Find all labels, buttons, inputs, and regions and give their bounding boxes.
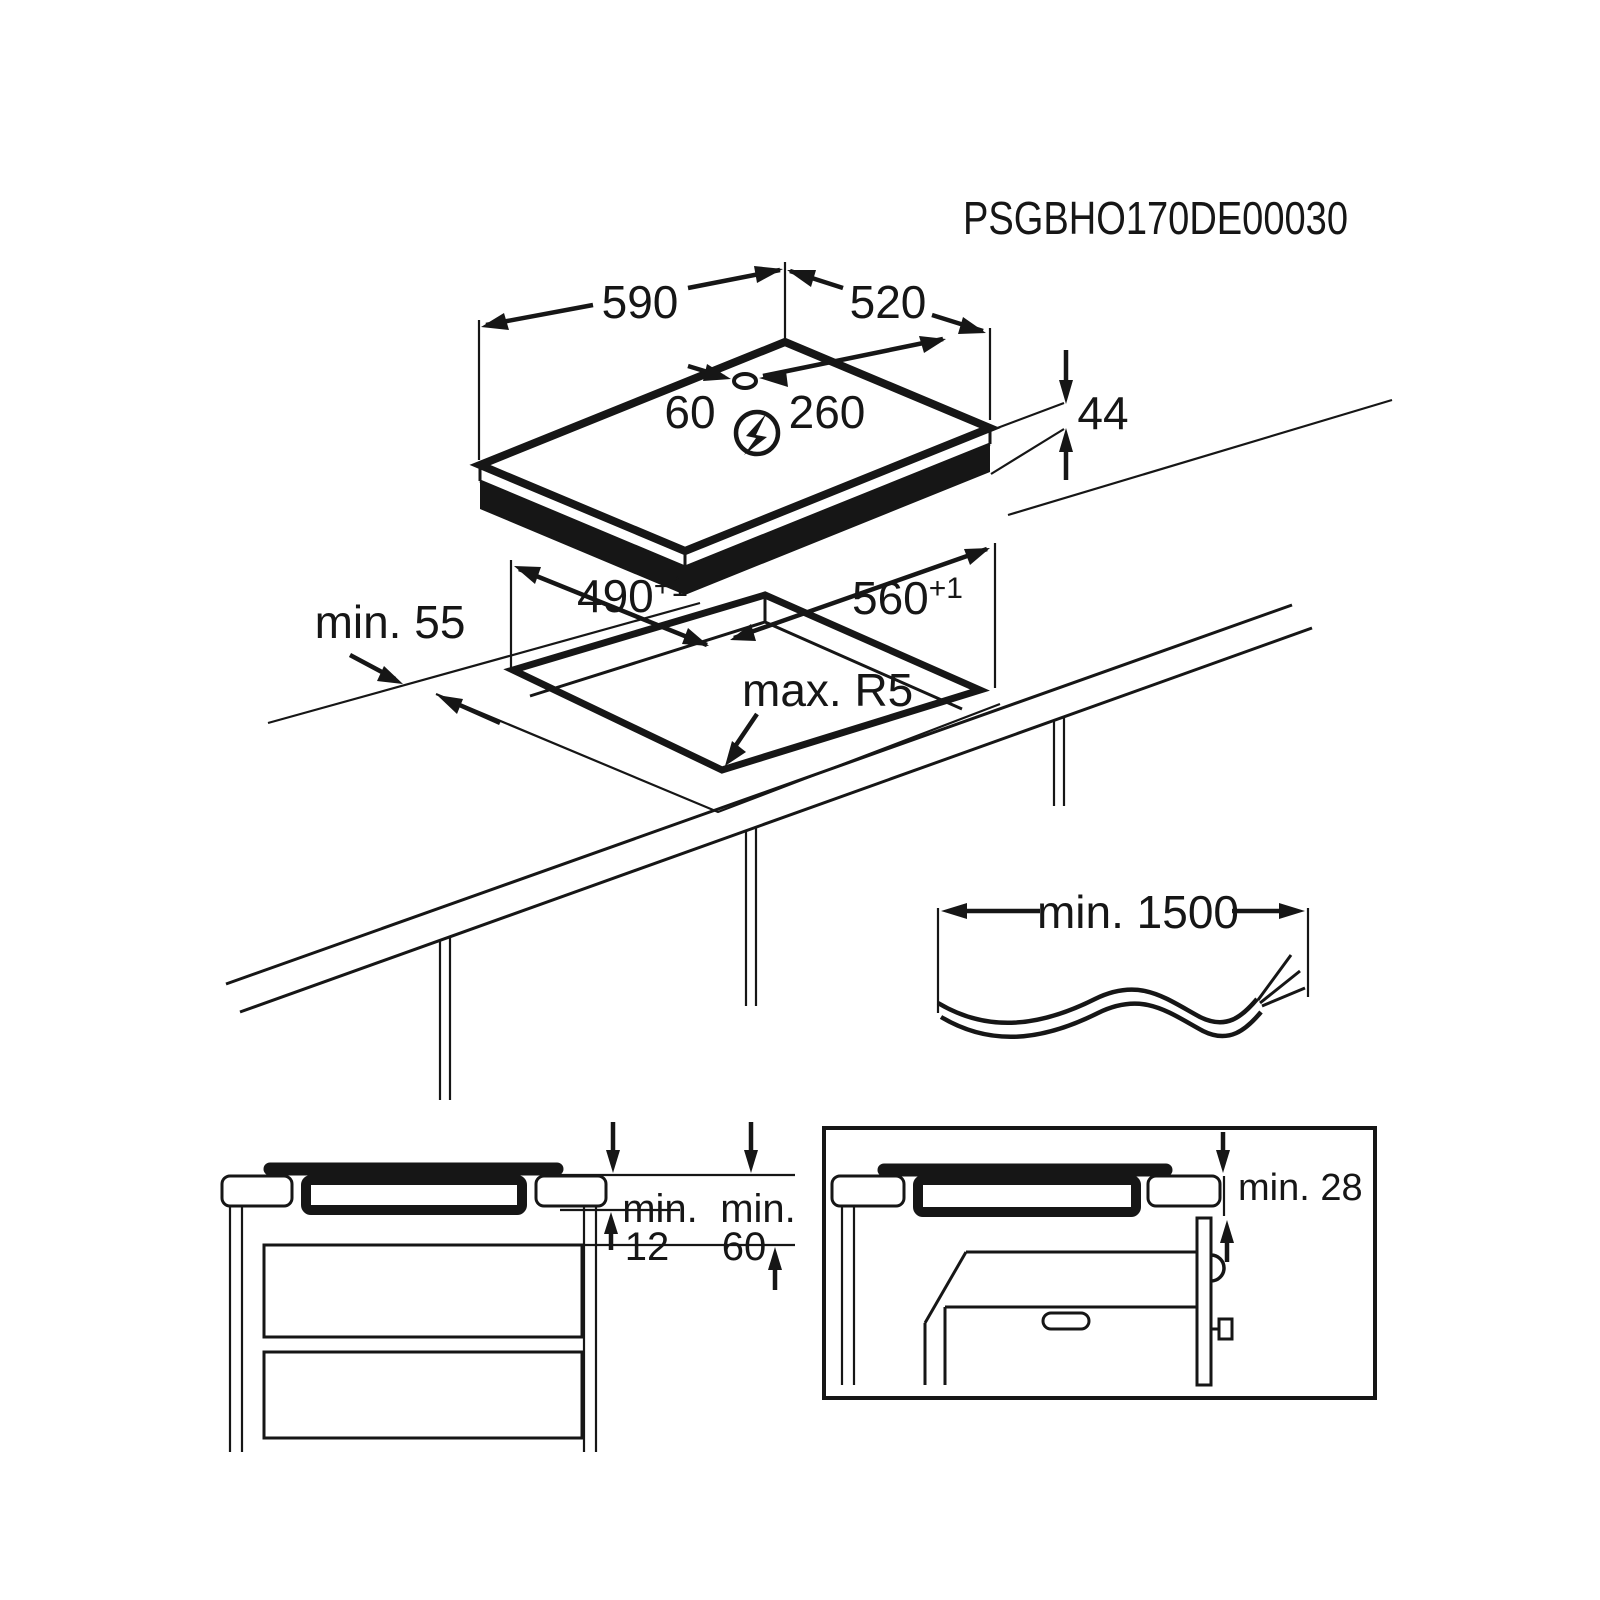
worktop-rear-edge <box>267 601 701 725</box>
model-code-label: PSGBHO170DE00030 <box>963 192 1348 244</box>
arrowhead <box>1059 380 1073 404</box>
corner-radius-label: max. R5 <box>742 664 913 716</box>
hob-footprint-outline <box>435 692 1001 814</box>
worktop-front-edge <box>225 603 1293 986</box>
arrowhead <box>682 628 709 646</box>
oven-side-handle <box>1217 1317 1234 1341</box>
arrowhead <box>1279 903 1305 919</box>
pointer-line <box>990 428 1065 475</box>
worktop-front-edge <box>239 626 1313 1014</box>
mains-cable-view: min. 1500 <box>936 886 1310 1039</box>
worktop-cutout-view: 490+1 560+1 min. 55 max. R5 <box>225 398 1393 1100</box>
arrowhead <box>919 336 946 353</box>
hob-depth-label: 520 <box>850 276 927 328</box>
hob-body-section <box>913 1175 1141 1217</box>
hob-width-label: 590 <box>602 276 679 328</box>
worktop-section <box>534 1174 608 1208</box>
arrowhead <box>703 364 731 381</box>
oven-chamfer <box>923 1251 968 1324</box>
arrowhead <box>768 1247 782 1270</box>
leader-line <box>732 712 759 750</box>
worktop-rear-edge <box>1007 398 1393 517</box>
gland-span-label: 260 <box>789 386 866 438</box>
arrowhead <box>481 313 509 330</box>
hob-height-label: 44 <box>1077 387 1128 439</box>
drawer-section-view: min. 12 min. 60 <box>220 1122 796 1452</box>
cable-wire-end <box>1256 954 1293 1001</box>
hob-body-section <box>301 1175 527 1215</box>
worktop-thickness-value-label: 12 <box>625 1225 670 1269</box>
worktop-section <box>1146 1174 1222 1208</box>
cutout-opening <box>503 591 990 774</box>
worktop-section <box>830 1174 906 1208</box>
arrowhead <box>437 695 463 714</box>
oven-door-handle <box>1041 1311 1091 1331</box>
arrowhead <box>787 270 816 287</box>
arrowhead <box>744 1150 758 1173</box>
arrowhead <box>604 1212 618 1234</box>
arrowhead <box>606 1150 620 1173</box>
drawer-clearance-value-label: 60 <box>722 1225 767 1269</box>
dimension-line-490 <box>518 566 708 648</box>
dimension-line-260 <box>762 336 944 379</box>
arrowhead <box>958 317 986 334</box>
arrowhead <box>514 566 541 584</box>
cable-curve <box>936 987 1259 1025</box>
worktop-thickness-prefix-label: min. <box>622 1187 698 1231</box>
cutout-depth-label: 490+1 <box>577 570 688 622</box>
leader-line <box>454 700 501 726</box>
arrowhead <box>941 903 967 919</box>
worktop-section <box>220 1174 294 1208</box>
arrowhead <box>377 666 403 684</box>
rear-clearance-label: min. 55 <box>315 596 466 648</box>
arrowhead <box>754 266 783 283</box>
drawer-front <box>262 1243 584 1339</box>
arrowhead <box>1059 428 1073 452</box>
cable-length-label: min. 1500 <box>1037 886 1239 938</box>
cable-curve <box>939 1001 1263 1039</box>
oven-side-panel <box>1195 1216 1213 1387</box>
arrowhead <box>1216 1150 1230 1173</box>
hob-body <box>480 444 990 595</box>
cable-wire-end <box>1259 969 1301 1005</box>
lightning-bolt-icon <box>733 409 781 457</box>
gland-offset-label: 60 <box>664 386 715 438</box>
arrowhead <box>759 371 788 387</box>
pointer-line <box>991 401 1065 432</box>
drawer-front <box>262 1350 584 1440</box>
oven-clearance-label: min. 28 <box>1238 1167 1363 1209</box>
cable-gland <box>732 372 758 390</box>
arrowhead <box>1220 1220 1234 1243</box>
drawer-clearance-prefix-label: min. <box>720 1187 796 1231</box>
arrowhead <box>725 741 746 766</box>
cutout-width-label: 560+1 <box>852 572 963 624</box>
oven-section-view: min. 28 <box>822 1126 1377 1400</box>
cutout-wall <box>529 620 963 711</box>
cable-wire-end <box>1261 986 1306 1008</box>
hob-top-view: 590 520 60 260 <box>469 262 1129 595</box>
arrowhead <box>964 548 990 565</box>
arrowhead <box>730 624 756 641</box>
dimension-line-560 <box>733 546 988 641</box>
